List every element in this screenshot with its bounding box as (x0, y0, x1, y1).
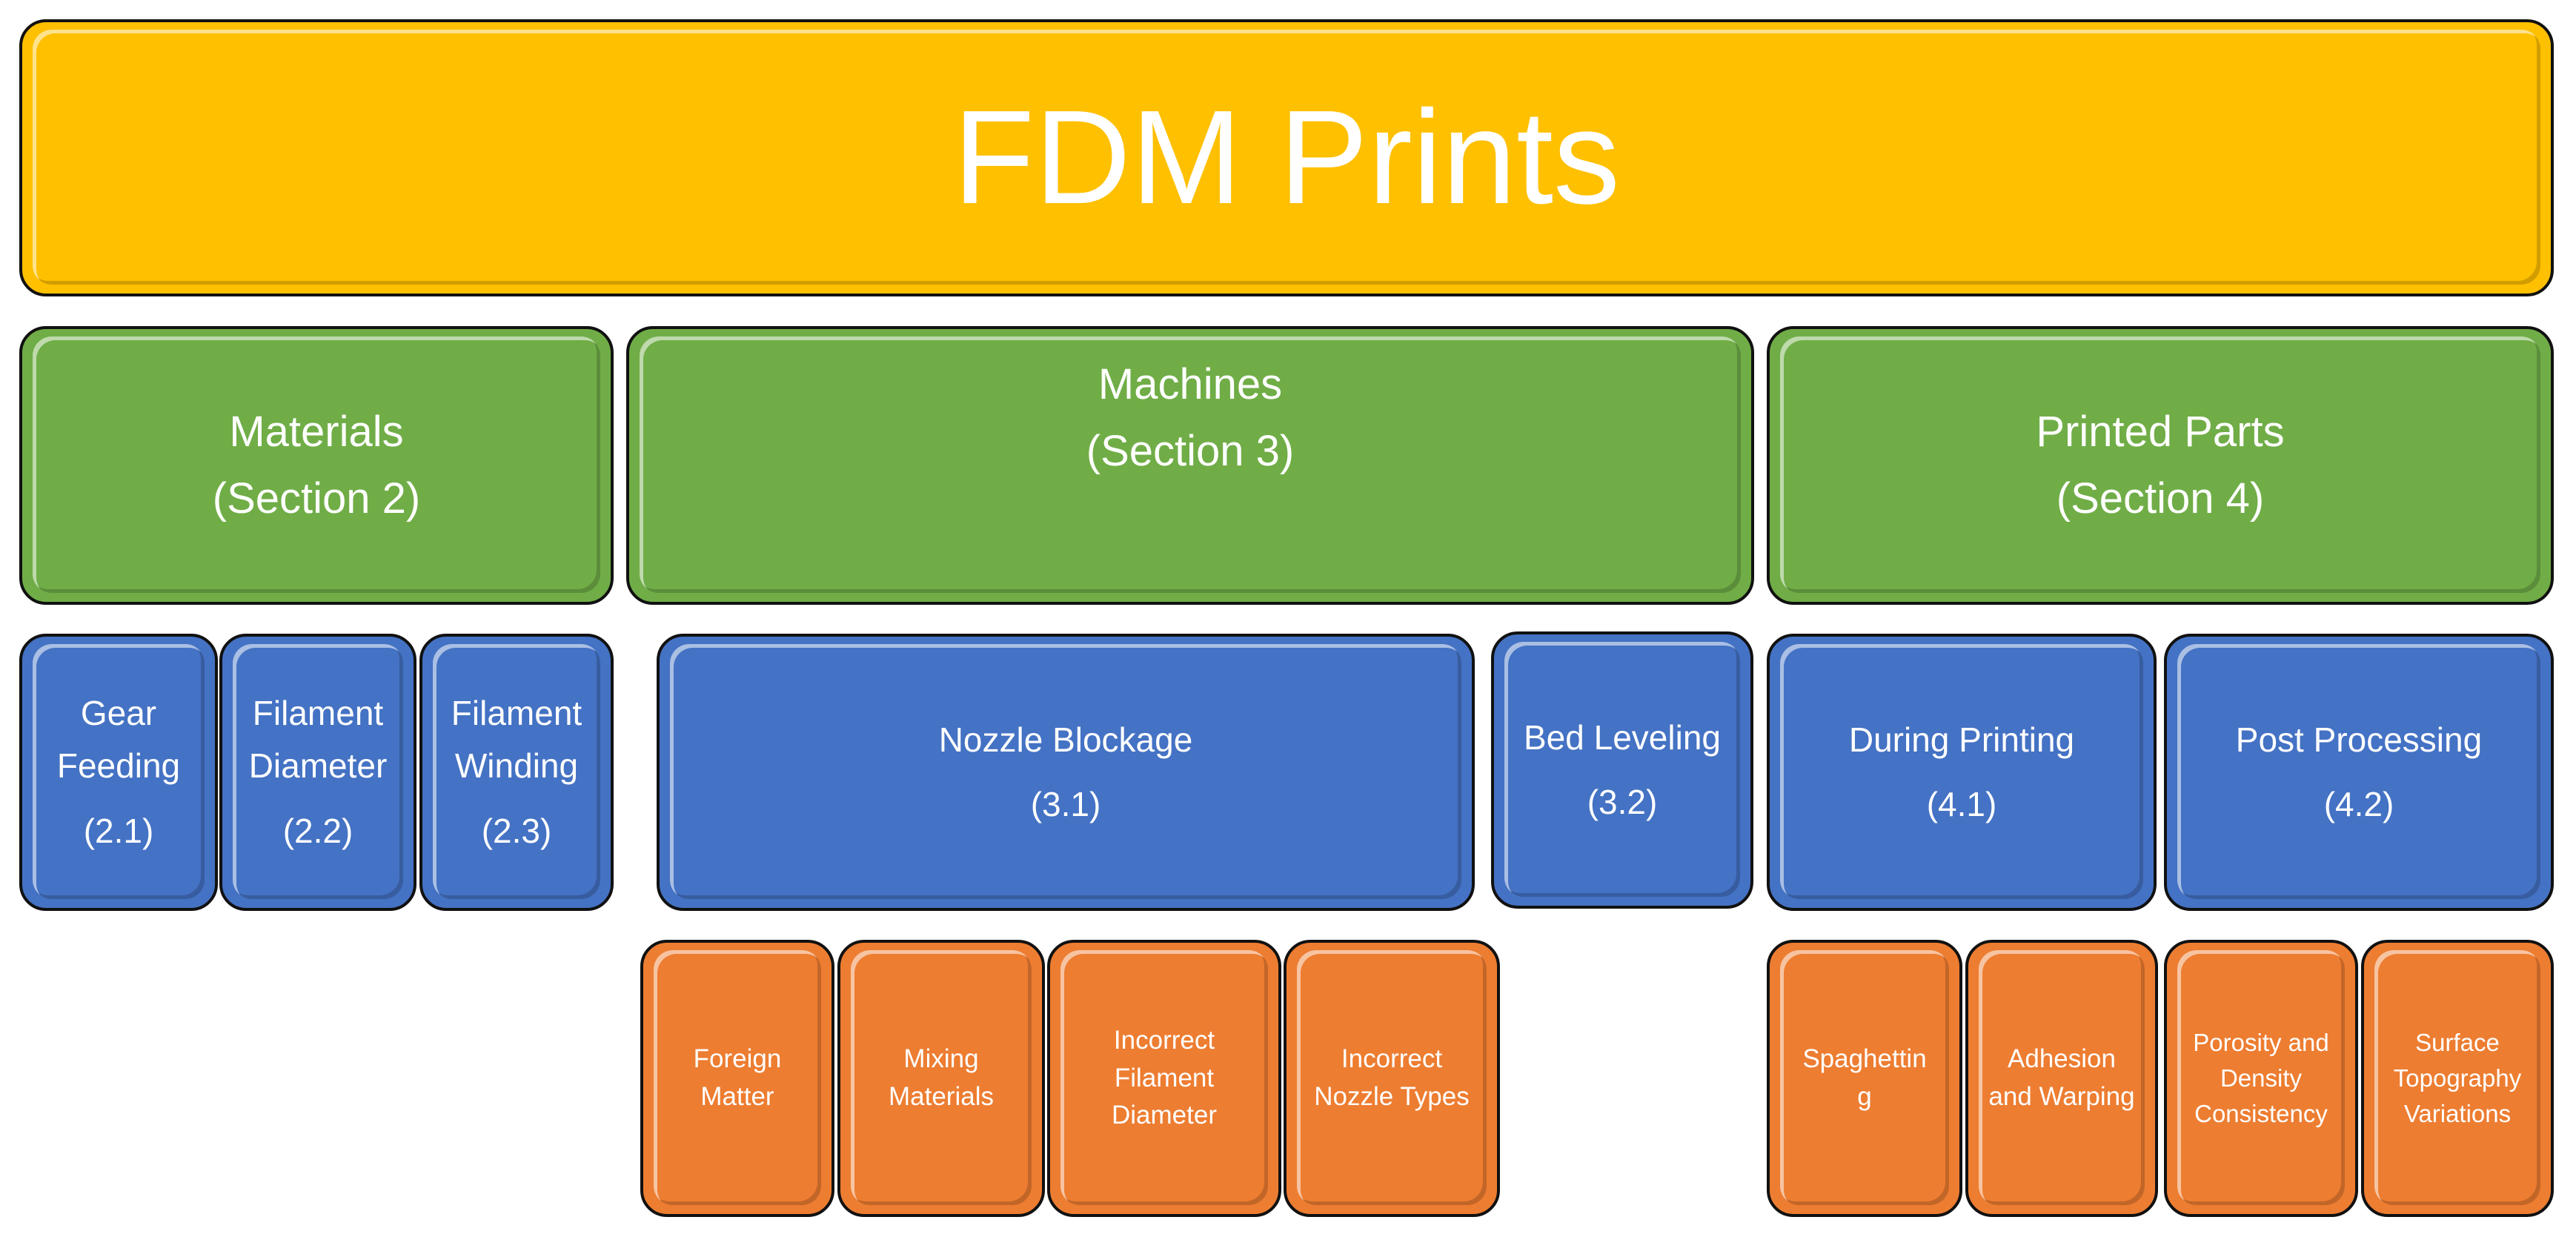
section-printed-parts: Printed Parts (Section 4) (1767, 326, 2554, 605)
leaf-label-line: Mixing (903, 1044, 979, 1074)
leaf-label-line: and Warping (1988, 1082, 2135, 1111)
root-node-fdm-prints: FDM Prints (19, 19, 2554, 296)
section-printed-parts-name: Printed Parts (2036, 408, 2285, 457)
subcategory-code: (2.1) (83, 811, 154, 850)
leaf-label-line: Density (2220, 1064, 2303, 1092)
subcategory-filament-winding: Filament Winding (2.3) (419, 634, 614, 911)
subcategory-label: Bed Leveling (1524, 717, 1721, 757)
leaf-incorrect-nozzle-types: Incorrect Nozzle Types (1284, 940, 1500, 1217)
subcategory-nozzle-blockage: Nozzle Blockage (3.1) (657, 634, 1475, 911)
section-printed-parts-number: (Section 4) (2056, 474, 2265, 523)
leaf-foreign-matter: Foreign Matter (640, 940, 834, 1217)
leaf-label-line: Filament (1114, 1063, 1215, 1092)
subcategory-label-line: Filament (451, 694, 582, 733)
subcategory-during-printing: During Printing (4.1) (1767, 634, 2157, 911)
leaf-label-line: Foreign (693, 1044, 782, 1074)
subcategory-label-line: Feeding (56, 746, 181, 786)
subcategory-label-line: Winding (454, 746, 579, 786)
subcategory-code: (2.2) (282, 811, 353, 850)
leaf-label-line: Spaghettin (1802, 1044, 1927, 1074)
leaf-label-line: Diameter (1112, 1101, 1217, 1130)
leaf-mixing-materials: Mixing Materials (837, 940, 1045, 1217)
leaf-label-line: Topography (2393, 1064, 2522, 1092)
subcategory-label-line: Gear (80, 694, 157, 733)
leaf-label-line: Surface (2415, 1029, 2500, 1057)
subcategory-label: Post Processing (2235, 720, 2483, 759)
subcategory-code: (3.1) (1030, 785, 1101, 823)
subcategory-filament-diameter: Filament Diameter (2.2) (219, 634, 416, 911)
root-label: FDM Prints (953, 82, 1620, 232)
section-machines-number: (Section 3) (1086, 426, 1295, 475)
leaf-porosity-and-density-consistency: Porosity and Density Consistency (2164, 940, 2358, 1217)
section-materials-name: Materials (229, 408, 404, 457)
subcategory-label-line: Diameter (248, 746, 388, 786)
leaf-label-line: Matter (700, 1082, 774, 1111)
section-materials: Materials (Section 2) (19, 326, 614, 605)
subcategory-code: (4.1) (1926, 785, 1997, 823)
section-machines: Machines (Section 3) (626, 326, 1754, 605)
subcategory-code: (3.2) (1587, 783, 1658, 821)
subcategory-code: (2.3) (481, 811, 552, 850)
leaf-spaghetting: Spaghettin g (1767, 940, 1962, 1217)
subcategory-gear-feeding: Gear Feeding (2.1) (19, 634, 218, 911)
leaf-label-line: Consistency (2194, 1099, 2328, 1127)
leaf-label-line: Incorrect (1113, 1025, 1215, 1055)
leaf-label-line: Variations (2403, 1099, 2512, 1127)
subcategory-bed-leveling: Bed Leveling (3.2) (1491, 631, 1753, 909)
leaf-label-line: Porosity and (2193, 1029, 2329, 1057)
subcategory-code: (4.2) (2323, 785, 2394, 823)
leaf-adhesion-and-warping: Adhesion and Warping (1965, 940, 2158, 1217)
leaf-label-line: Nozzle Types (1314, 1082, 1470, 1111)
subcategory-label: Nozzle Blockage (938, 720, 1193, 759)
leaf-label-line: Materials (889, 1082, 994, 1111)
leaf-label-line: g (1857, 1082, 1872, 1111)
section-machines-name: Machines (1098, 360, 1283, 408)
leaf-incorrect-filament-diameter: Incorrect Filament Diameter (1047, 940, 1281, 1217)
section-materials-number: (Section 2) (212, 474, 421, 523)
subcategory-label-line: Filament (252, 694, 384, 733)
leaf-label-line: Incorrect (1341, 1044, 1443, 1074)
leaf-label-line: Adhesion (2008, 1044, 2116, 1074)
subcategory-post-processing: Post Processing (4.2) (2164, 634, 2554, 911)
subcategory-label: During Printing (1848, 720, 2075, 759)
leaf-surface-topography-variations: Surface Topography Variations (2361, 940, 2554, 1217)
